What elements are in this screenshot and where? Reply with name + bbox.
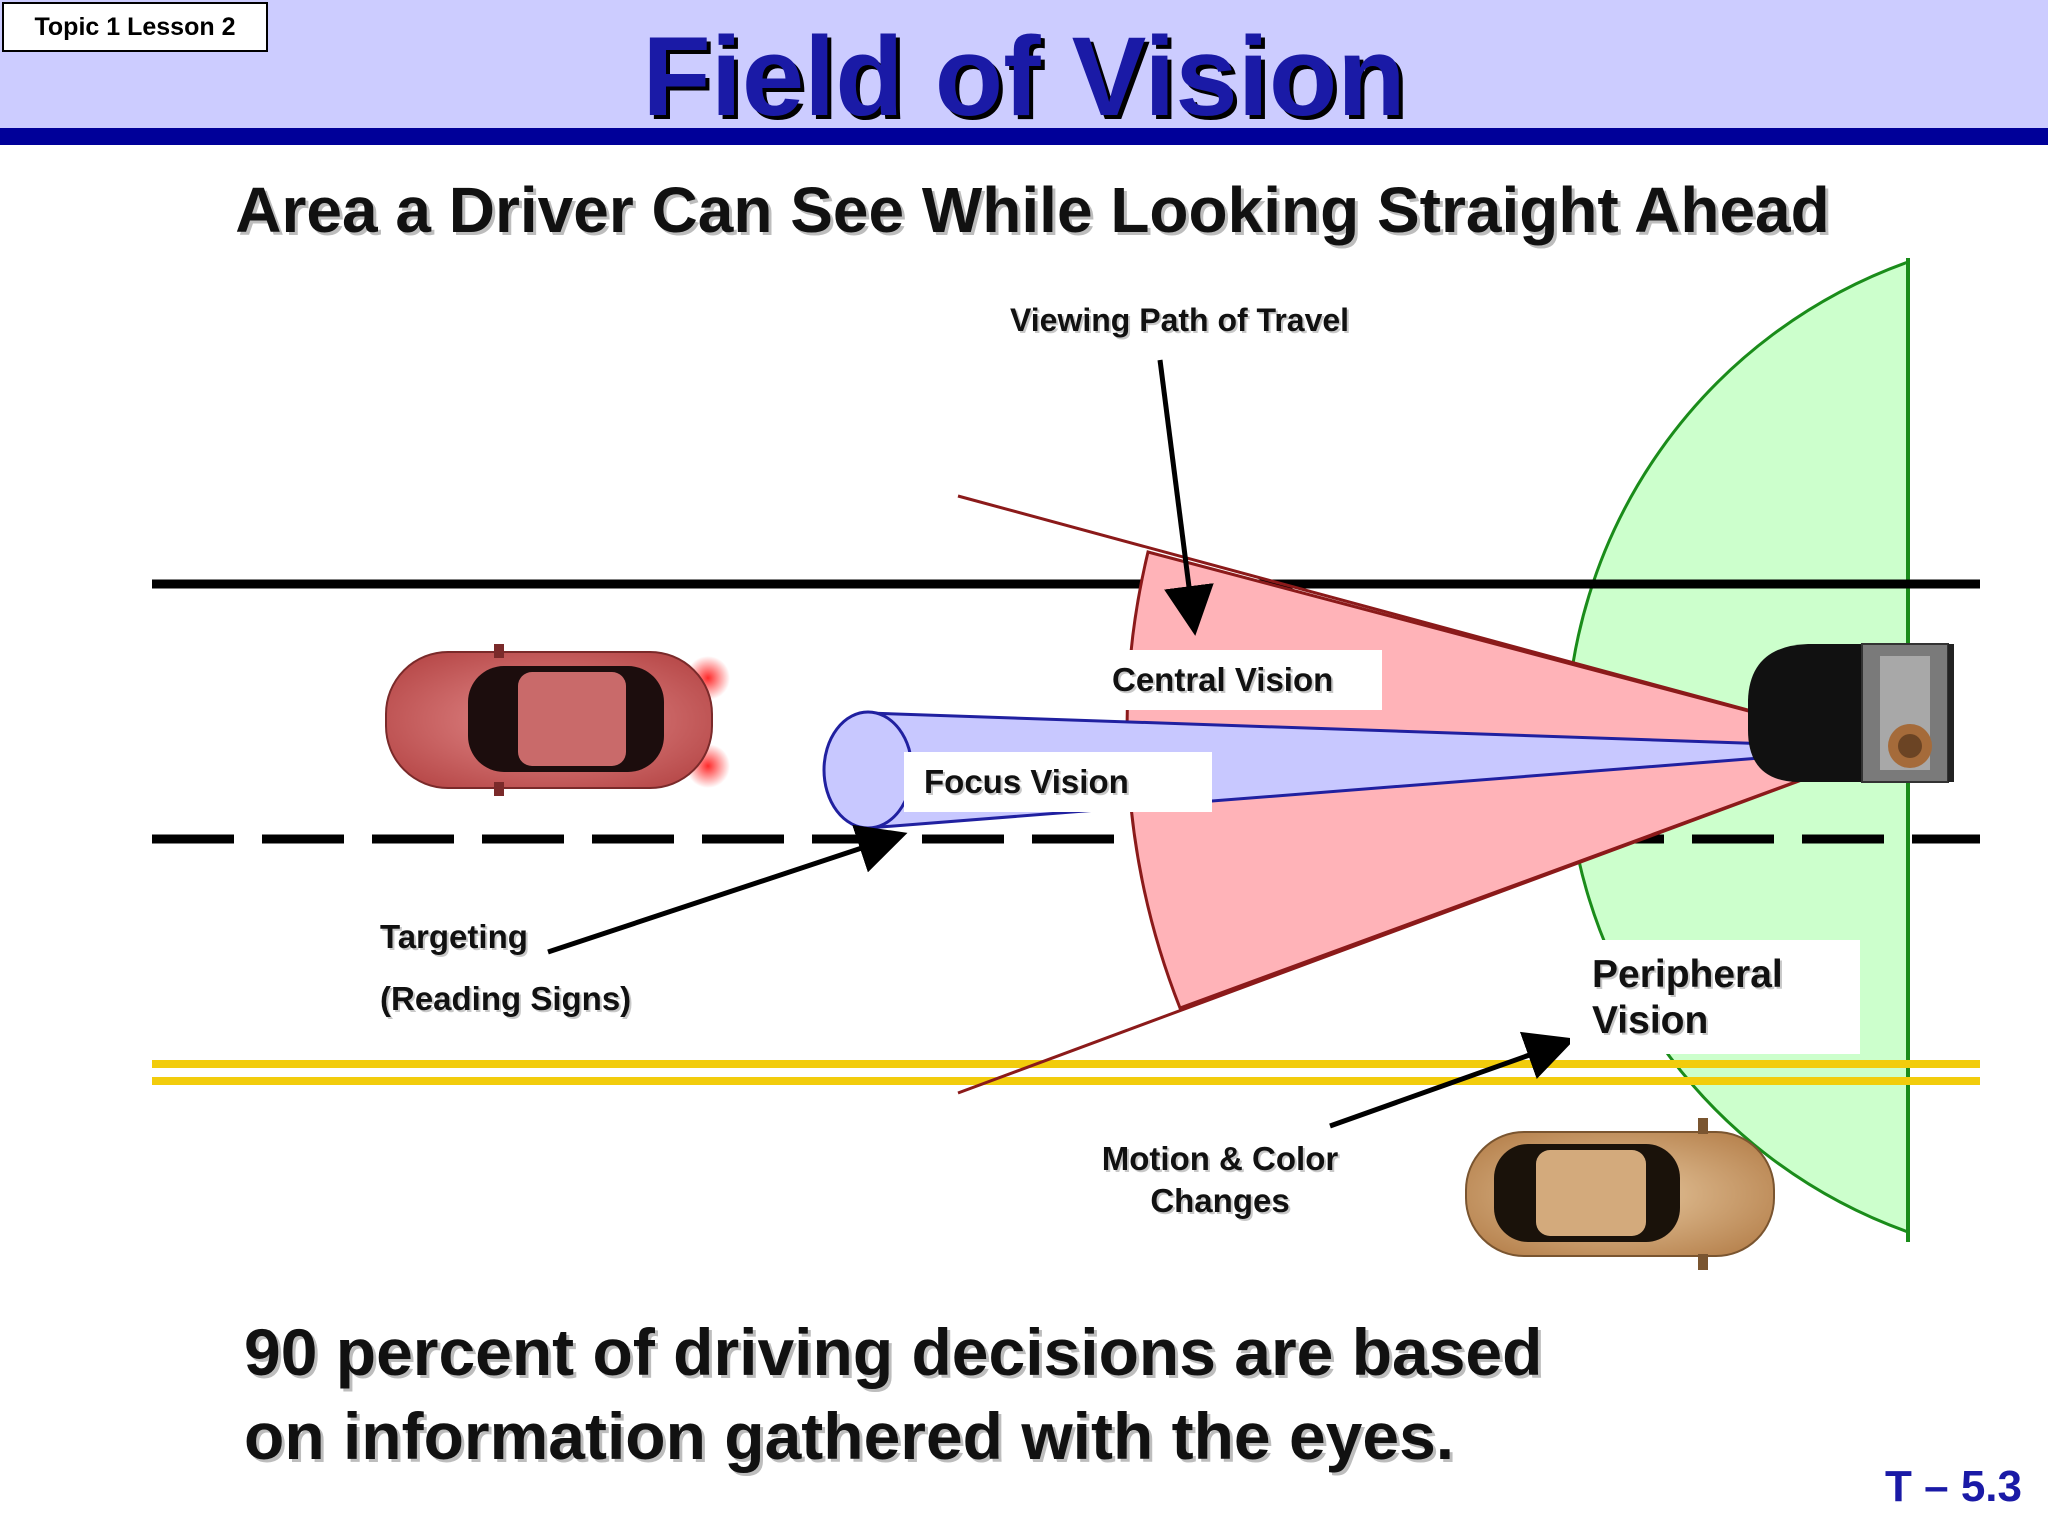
footer-statement: 90 percent of driving decisions are base… xyxy=(244,1310,1744,1478)
viewing-path-label: Viewing Path of Travel xyxy=(1010,302,1350,338)
motion-color-line2: Changes xyxy=(1150,1182,1290,1219)
peripheral-vision-line2: Vision xyxy=(1592,999,1709,1042)
red-car-icon xyxy=(385,644,730,796)
header-band xyxy=(0,0,2048,128)
peripheral-vision-line1: Peripheral xyxy=(1592,953,1783,996)
reading-signs-label: (Reading Signs) xyxy=(380,980,632,1017)
motion-color-label: Motion & Color Changes xyxy=(1060,1138,1380,1222)
footer-line1: 90 percent of driving decisions are base… xyxy=(244,1315,1543,1389)
footer-line2: on information gathered with the eyes. xyxy=(244,1399,1455,1473)
central-vision-ray-bottom xyxy=(957,746,1889,1095)
page-title: Field of Vision xyxy=(642,14,1406,139)
targeting-label: Targeting xyxy=(380,918,528,955)
central-vision-ray-top xyxy=(957,494,1889,750)
focus-vision-end xyxy=(822,710,914,830)
arrow-icon xyxy=(547,824,908,955)
header-rule xyxy=(0,128,2048,145)
peripheral-vision-label: Peripheral Vision xyxy=(1570,940,1860,1054)
page-subtitle: Area a Driver Can See While Looking Stra… xyxy=(235,174,1830,246)
arrow-icon xyxy=(1329,1031,1576,1129)
topic-tag: Topic 1 Lesson 2 xyxy=(2,2,268,52)
motion-color-line1: Motion & Color xyxy=(1101,1140,1339,1177)
tan-car-icon xyxy=(1465,1118,1775,1270)
slide-number: T – 5.3 xyxy=(1885,1462,2022,1511)
central-vision-label: Central Vision xyxy=(1094,650,1382,710)
arrow-icon xyxy=(1157,359,1214,636)
driver-car-icon xyxy=(1748,643,1954,783)
focus-vision-label: Focus Vision xyxy=(904,752,1212,812)
